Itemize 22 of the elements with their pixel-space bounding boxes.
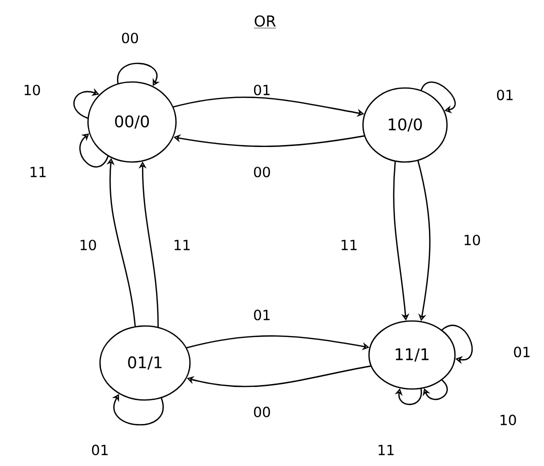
edge-label: 10 <box>498 414 518 426</box>
title: OR <box>254 15 276 28</box>
edge-label: 01 <box>512 346 532 358</box>
edge-label: 01 <box>90 444 110 456</box>
edge-label: 01 <box>252 308 272 322</box>
edge-label: 00 <box>120 32 140 44</box>
edge-label: 10 <box>22 84 42 96</box>
arrow <box>394 388 422 406</box>
edge-label: 10 <box>78 238 98 252</box>
edge-label: 11 <box>28 166 48 178</box>
edge-label: 11 <box>172 238 192 252</box>
arrow <box>117 62 160 86</box>
edge-label: 11 <box>339 238 359 252</box>
arrow <box>422 380 448 400</box>
arrow <box>441 324 473 364</box>
edge-label: 01 <box>495 88 515 102</box>
arrow <box>420 82 456 114</box>
edge-label: 11 <box>376 444 396 456</box>
edge-label: 00 <box>252 166 272 178</box>
edge-label: 00 <box>252 406 272 418</box>
edge-label: 01 <box>252 84 272 96</box>
edge-label: 10 <box>462 234 482 246</box>
